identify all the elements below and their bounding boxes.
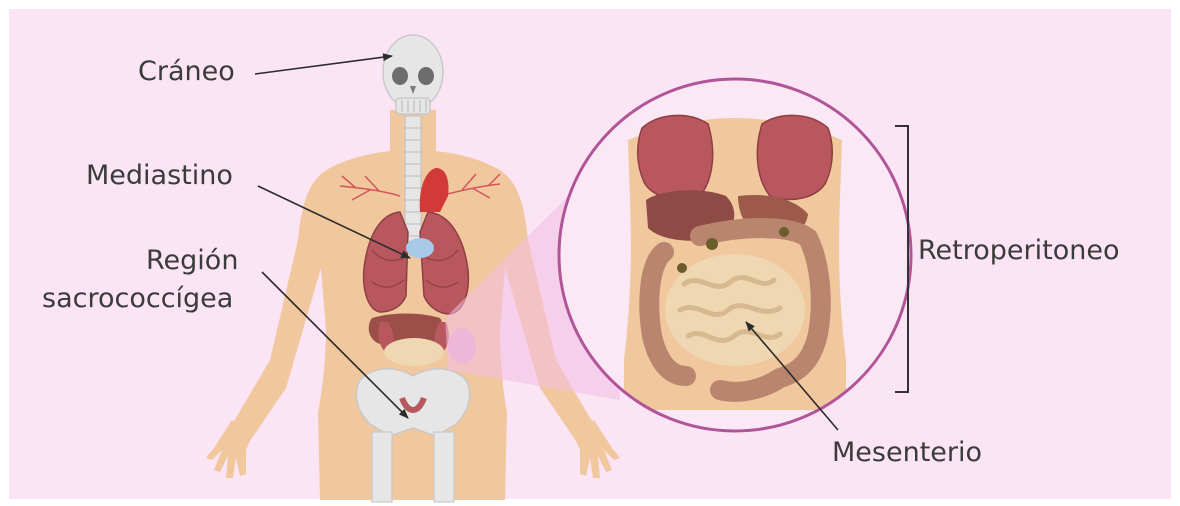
label-craneo: Cráneo <box>138 56 235 87</box>
label-mesenterio: Mesenterio <box>832 437 982 468</box>
label-retroperitoneo: Retroperitoneo <box>918 235 1119 266</box>
zoom-circle <box>559 79 911 431</box>
label-region-line1: Región <box>146 245 238 276</box>
spine <box>405 116 421 246</box>
label-mediastino: Mediastino <box>86 160 233 191</box>
label-region-line2: sacrococcígea <box>42 283 233 314</box>
